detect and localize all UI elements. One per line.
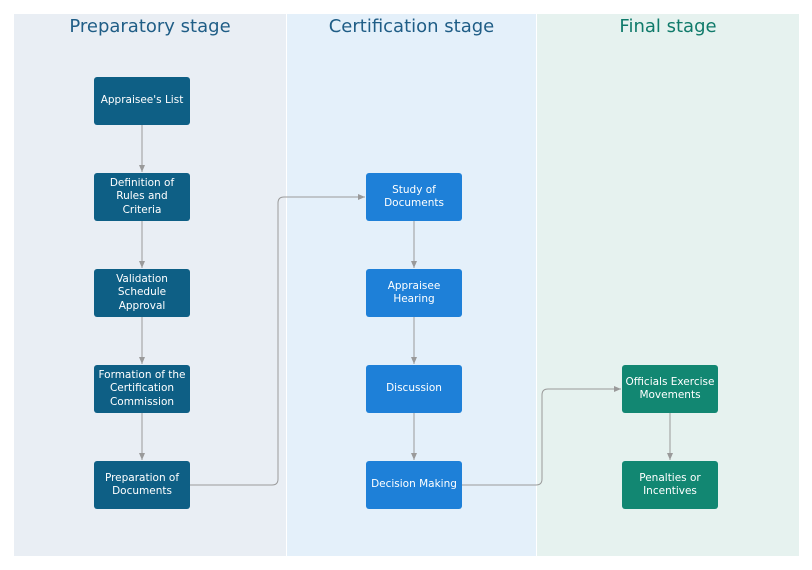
edge-preparation-to-study [190,194,365,486]
node-label: Preparation of Documents [104,471,180,498]
node-penalties-incentives[interactable]: Penalties or Incentives [622,461,718,509]
lane-title-final: Final stage [619,16,717,37]
node-officials-exercise[interactable]: Officials Exercise Movements [622,365,718,413]
lane-title-preparatory: Preparatory stage [69,16,231,37]
lane-title-certification: Certification stage [328,16,495,37]
node-definition-rules[interactable]: Definition of Rules and Criteria [94,173,190,221]
node-label: Study of Documents [384,183,444,210]
node-label: Penalties or Incentives [639,471,701,498]
node-preparation-documents[interactable]: Preparation of Documents [94,461,190,509]
node-label: Officials Exercise Movements [625,375,715,402]
node-label: Decision Making [371,478,457,491]
edge-decision-to-officials [462,386,621,486]
node-validation-schedule[interactable]: Validation Schedule Approval [94,269,190,317]
node-discussion[interactable]: Discussion [366,365,462,413]
node-study-documents[interactable]: Study of Documents [366,173,462,221]
node-label: Validation Schedule Approval [116,272,168,312]
node-decision-making[interactable]: Decision Making [366,461,462,509]
node-formation-commission[interactable]: Formation of the Certification Commissio… [94,365,190,413]
node-label: Appraisee's List [100,94,184,107]
node-appraisee-hearing[interactable]: Appraisee Hearing [366,269,462,317]
node-label: Discussion [386,382,442,395]
node-label: Appraisee Hearing [387,279,441,306]
node-appraisees-list[interactable]: Appraisee's List [94,77,190,125]
node-label: Definition of Rules and Criteria [109,176,175,216]
node-label: Formation of the Certification Commissio… [98,368,186,408]
